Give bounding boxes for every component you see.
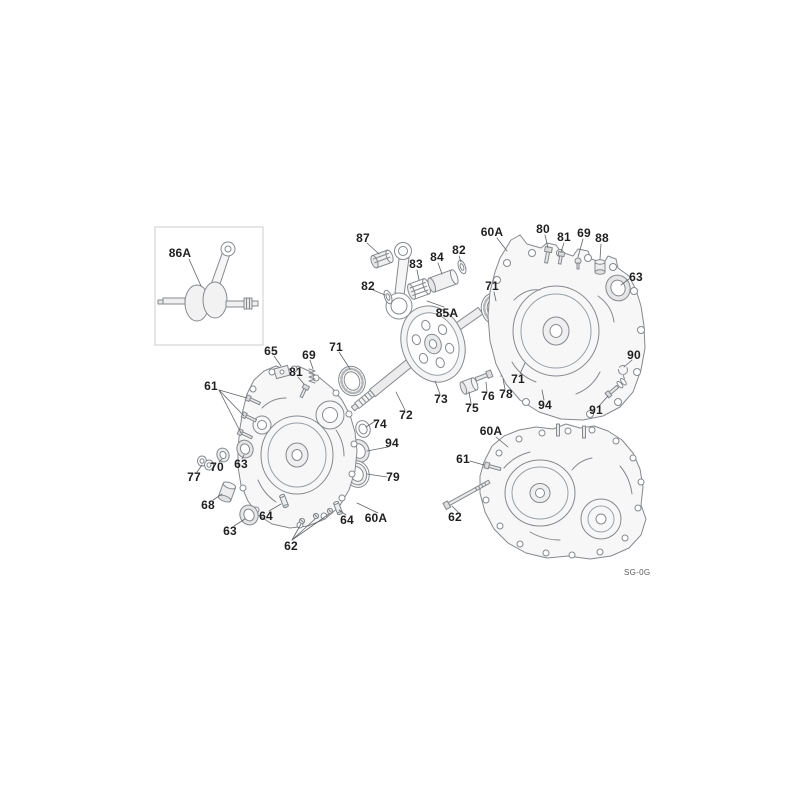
leader-lines	[188, 234, 633, 541]
inset-box-86A	[154, 226, 264, 346]
seal-63-mid-art	[236, 439, 254, 459]
washer-70-art	[216, 447, 230, 463]
needle-bearing-87-art	[370, 249, 394, 269]
crankcase-bottom-right-art	[442, 423, 647, 560]
plug-88-art	[594, 259, 606, 275]
circlip-90-art	[618, 365, 628, 380]
dowel-64-left-art	[279, 493, 289, 509]
bolt-76-art	[474, 369, 494, 382]
plug-68-art	[217, 481, 237, 503]
crankcase-left-art	[197, 364, 358, 529]
bearing-71-left-art	[338, 365, 366, 397]
bolt-61-c-art	[236, 428, 254, 440]
spacer-75-art	[459, 377, 479, 395]
seal-63-right-art	[605, 274, 631, 302]
screw-69-right-art	[574, 257, 582, 270]
crankshaft-86A-art	[157, 241, 259, 322]
connecting-rod-85A-art	[370, 242, 467, 320]
needle-cage-83-art	[407, 278, 431, 300]
bolt-61-bottom-art	[483, 461, 502, 471]
bolt-91-art	[604, 377, 627, 399]
seal-63-bottom-art	[239, 504, 259, 526]
bolt-81-left-art	[299, 383, 310, 399]
crank-pin-84-art	[427, 269, 459, 293]
bracket-65-art	[273, 364, 291, 380]
washers-77-art	[197, 455, 214, 471]
bolt-80-art	[544, 245, 553, 264]
bolt-61-a-art	[244, 394, 262, 406]
long-bolt-62-art	[442, 479, 491, 510]
bolt-81-right-art	[557, 251, 566, 265]
diagram-code: SG-0G	[624, 568, 651, 577]
crankshaft-72-art	[350, 305, 484, 412]
thrust-washer-82-right-art	[457, 259, 467, 275]
spring-69-left-art	[308, 368, 316, 384]
flywheel-73-art	[400, 305, 466, 383]
crankcase-right-art	[487, 234, 646, 421]
thrust-washer-82-left-art	[383, 289, 393, 305]
washer-74-art	[355, 420, 371, 438]
screws-62-art	[298, 507, 334, 525]
